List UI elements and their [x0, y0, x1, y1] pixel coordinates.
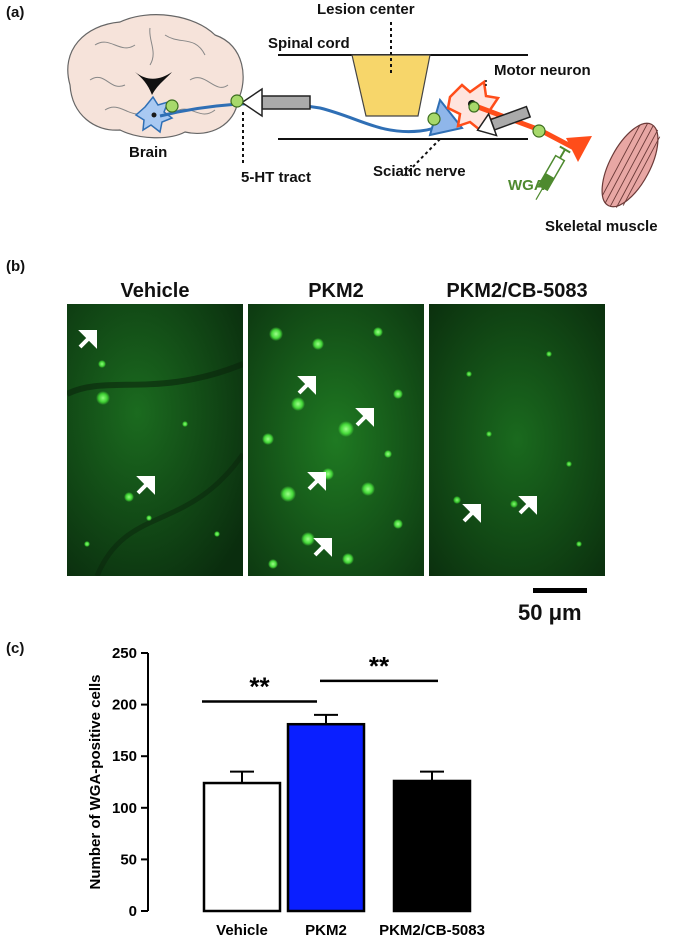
y-tick-label: 0 — [129, 903, 137, 920]
fluorescence-image-pkm2 — [248, 304, 424, 576]
wga-dot-icon — [165, 99, 179, 113]
white-arrow-icon — [313, 538, 332, 557]
bar-1 — [286, 722, 366, 913]
micrograph-title-pkm2-cb5083: PKM2/CB-5083 — [446, 280, 588, 302]
label-brain: Brain — [129, 144, 168, 161]
fluorescence-image-vehicle — [67, 304, 243, 576]
micrograph-title-pkm2: PKM2 — [308, 280, 364, 302]
micrograph-title-vehicle: Vehicle — [120, 280, 190, 302]
label-lesion-center: Lesion center — [317, 1, 415, 18]
significance-label: ** — [249, 672, 270, 702]
x-tick-label: PKM2 — [305, 922, 347, 938]
wga-dot-icon — [468, 101, 480, 113]
retrograde-arrow-motor — [476, 105, 532, 137]
white-arrow-icon — [307, 472, 326, 491]
y-tick-label: 200 — [112, 697, 137, 714]
skeletal-muscle-illustration — [601, 122, 661, 208]
label-wga: WGA — [508, 177, 545, 194]
bar-2 — [392, 779, 472, 913]
y-tick-label: 250 — [112, 645, 137, 662]
x-tick-label: PKM2/CB-5083 — [379, 922, 485, 938]
micrograph-vehicle — [67, 304, 243, 576]
syringe-icon — [535, 145, 571, 201]
wga-dot-icon — [427, 112, 441, 126]
fluorescence-image-pkm2-cb5083 — [429, 304, 605, 576]
significance-label: ** — [369, 651, 390, 681]
micrograph-pkm2 — [248, 304, 424, 576]
label-skeletal-muscle: Skeletal muscle — [545, 218, 658, 235]
white-arrow-icon — [355, 408, 374, 427]
label-motor-neuron: Motor neuron — [494, 62, 591, 79]
white-arrow-icon — [136, 476, 155, 495]
micrograph-pkm2-cb5083 — [429, 304, 605, 576]
y-tick-label: 100 — [112, 800, 137, 817]
neuromuscular-junction-icon — [566, 136, 592, 162]
x-tick-label: Vehicle — [216, 922, 268, 938]
wga-dot-icon — [230, 94, 244, 108]
white-arrow-icon — [297, 376, 316, 395]
y-tick-label: 50 — [120, 851, 137, 868]
bar-0 — [202, 781, 282, 913]
white-arrow-icon — [78, 330, 97, 349]
label-5ht-tract: 5-HT tract — [241, 169, 312, 186]
label-sciatic-nerve: Sciatic nerve — [373, 163, 466, 180]
panel-label-b: (b) — [6, 258, 26, 275]
lesion-region — [351, 54, 431, 117]
retrograde-arrow-brain — [240, 87, 311, 118]
scale-bar — [533, 588, 587, 593]
panel-label-c: (c) — [6, 640, 25, 657]
schematic-diagram — [67, 14, 661, 208]
y-axis-label: Number of WGA-positive cells — [87, 674, 104, 889]
white-arrow-icon — [518, 496, 537, 515]
y-tick-label: 150 — [112, 748, 137, 765]
scale-bar-label: 50 μm — [518, 600, 582, 625]
label-spinal-cord: Spinal cord — [268, 35, 350, 52]
wga-dot-icon — [532, 124, 546, 138]
white-arrow-icon — [462, 504, 481, 523]
panel-label-a: (a) — [6, 4, 25, 21]
